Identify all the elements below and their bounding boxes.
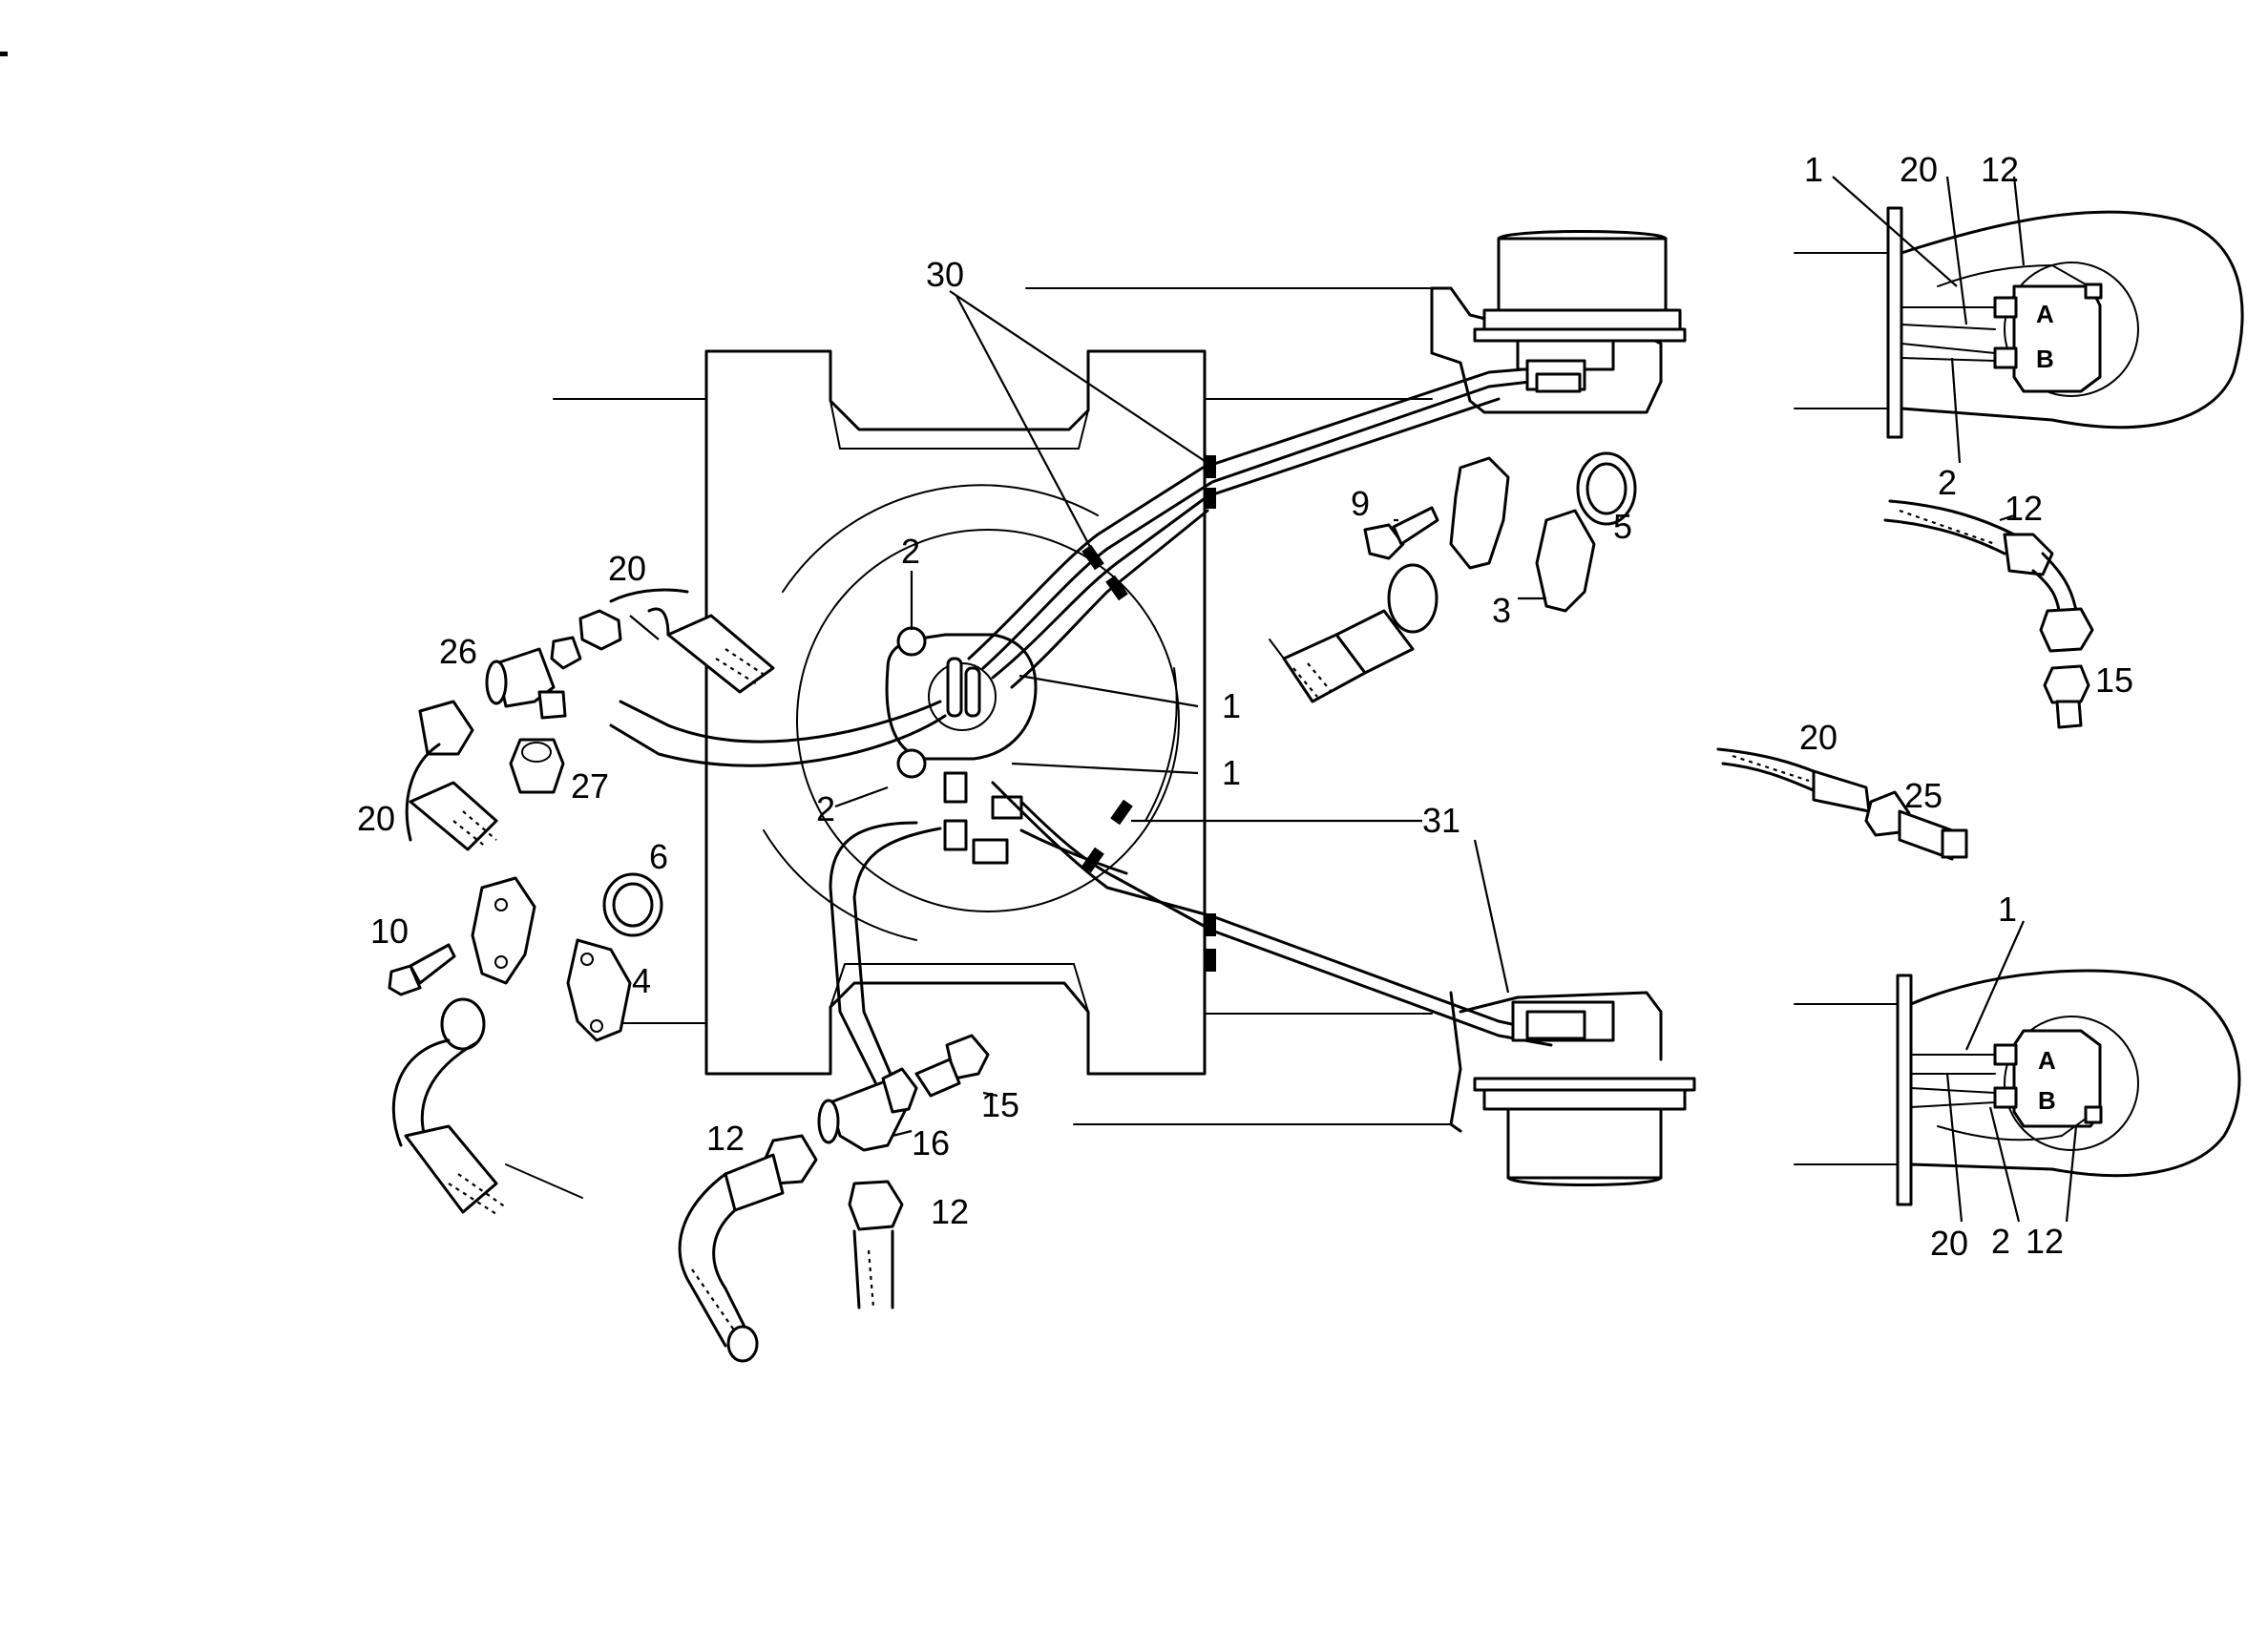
bottom-wheel-motor <box>1449 991 1696 1186</box>
hose-runs <box>609 366 1553 1090</box>
callout-26: 26 <box>439 632 477 671</box>
top-wheel-motor <box>1430 230 1687 414</box>
callout-3: 3 <box>1492 591 1511 630</box>
callout-12-left: 12 <box>706 1119 745 1158</box>
callout-25: 25 <box>1904 776 1942 815</box>
callout-1-bottom-inset: 1 <box>1998 890 2017 929</box>
port-label-a-bottom: A <box>2038 1046 2056 1075</box>
callout-1-top-inset: 1 <box>1804 150 1823 189</box>
leader-lines <box>629 176 2078 1223</box>
callout-1-upper: 1 <box>1222 686 1241 725</box>
callout-9: 9 <box>1351 484 1370 523</box>
callout-2-top-inset: 2 <box>1938 463 1957 502</box>
callout-31: 31 <box>1422 801 1460 840</box>
right-exploded-parts <box>1269 451 1637 703</box>
rotary-joint <box>885 626 1038 865</box>
callout-20-right: 20 <box>1799 718 1838 757</box>
callout-12-bottom-inset: 12 <box>2026 1222 2064 1261</box>
edge-mark <box>0 52 8 56</box>
callouts: 30 2 1 1 2 31 20 26 27 20 6 10 4 9 5 3 1… <box>357 150 2133 1263</box>
callout-20-top-left: 20 <box>608 549 646 588</box>
callout-4: 4 <box>632 961 651 1000</box>
port-label-a: A <box>2036 300 2054 328</box>
callout-20-left: 20 <box>357 799 395 838</box>
callout-2-upper: 2 <box>901 532 920 571</box>
port-label-b-bottom: B <box>2038 1086 2056 1115</box>
tee-fitting-parts <box>678 1034 990 1363</box>
callout-2-lower: 2 <box>816 789 835 828</box>
callout-6: 6 <box>649 837 668 876</box>
callout-12-right: 12 <box>2005 489 2043 528</box>
far-right-exploded-parts <box>1716 499 2094 861</box>
callout-16: 16 <box>912 1123 950 1163</box>
callout-15-center: 15 <box>981 1085 1019 1124</box>
callout-10: 10 <box>370 911 409 951</box>
turntable-ring <box>763 484 1180 941</box>
callout-1-lower: 1 <box>1222 753 1241 792</box>
callout-30: 30 <box>926 255 964 294</box>
callout-20-bottom-inset: 20 <box>1930 1224 1968 1263</box>
left-exploded-parts <box>388 588 775 1215</box>
callout-2-bottom-inset: 2 <box>1991 1222 2010 1261</box>
callout-12-center: 12 <box>931 1192 969 1231</box>
callout-15-right: 15 <box>2095 660 2133 700</box>
port-label-b: B <box>2036 345 2054 373</box>
callout-20-top-inset: 20 <box>1900 150 1938 189</box>
callout-12-top-inset: 12 <box>1981 150 2019 189</box>
inset-bottom-right: A B <box>1794 969 2241 1206</box>
callout-27: 27 <box>571 766 609 806</box>
inset-top-right: A B <box>1794 206 2244 439</box>
callout-5: 5 <box>1613 507 1632 546</box>
